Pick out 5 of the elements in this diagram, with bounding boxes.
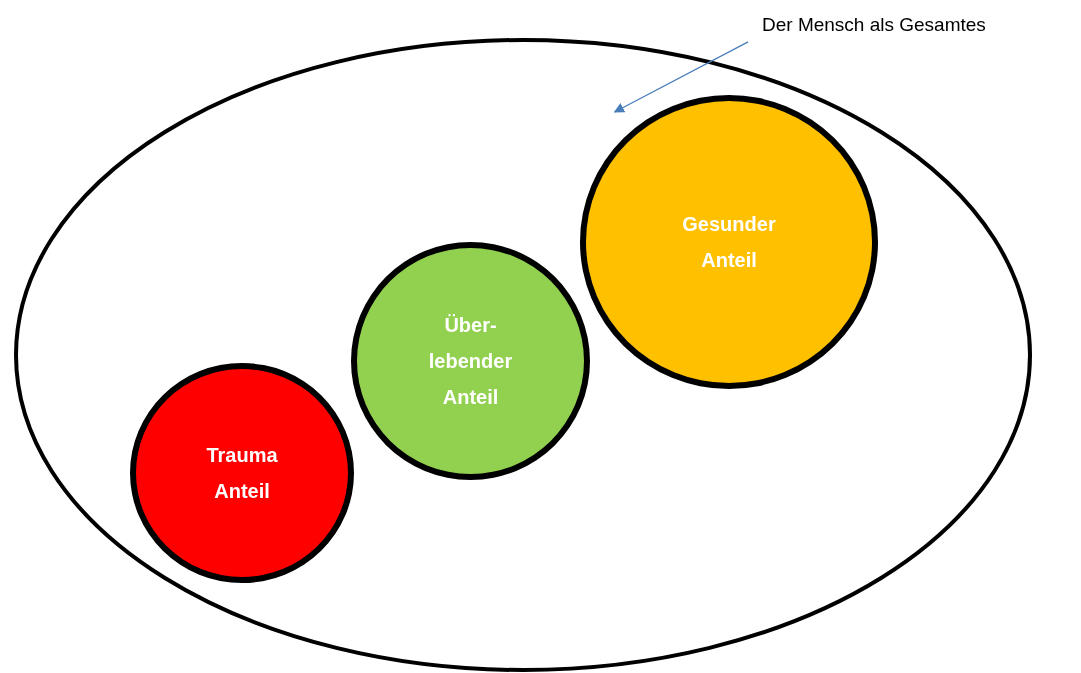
part-label: Gesunder Anteil — [681, 212, 777, 273]
part-label: Trauma Anteil — [205, 443, 279, 504]
caption-text: Der Mensch als Gesamtes — [762, 14, 986, 35]
leader-arrow — [613, 41, 749, 113]
part-label: Über- lebender Anteil — [427, 313, 514, 410]
